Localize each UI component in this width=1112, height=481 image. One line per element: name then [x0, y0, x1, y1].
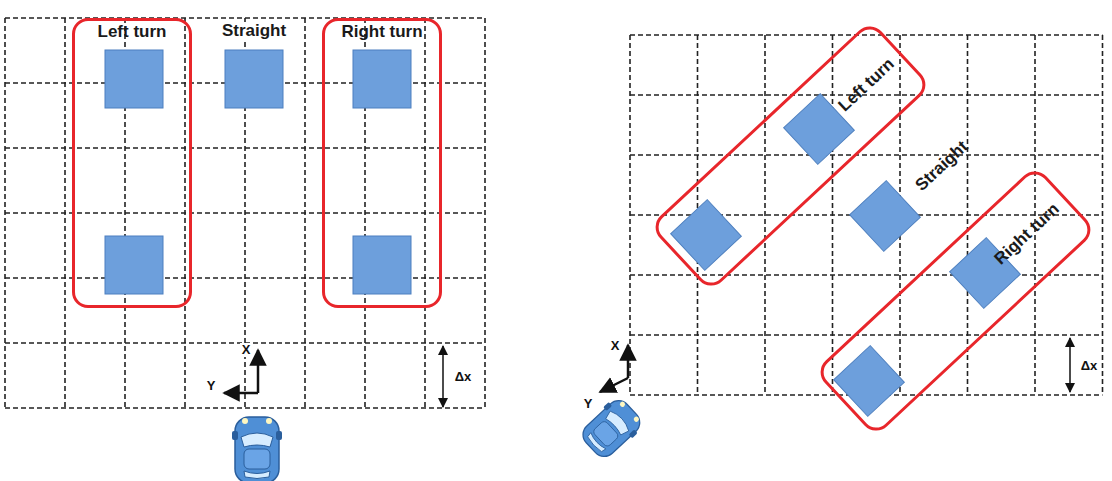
grid-line	[5, 407, 485, 409]
grid-line	[630, 274, 1103, 276]
grid-line	[630, 334, 1103, 336]
cell-diamond	[671, 200, 742, 271]
cell-diamond	[850, 181, 921, 252]
region-title: Left turn	[98, 23, 167, 42]
grid-line	[5, 147, 485, 149]
maneuver-label: Straight	[911, 136, 974, 196]
x-axis-arrow	[627, 345, 630, 378]
grid-line	[5, 212, 485, 214]
cell-square	[225, 50, 283, 108]
grid-lines	[5, 18, 1103, 408]
axis-label: X	[240, 343, 253, 357]
cell-square	[353, 50, 411, 108]
axis-label: Y	[205, 379, 218, 393]
maneuver-label: Straight	[220, 22, 288, 41]
car-icon	[232, 417, 282, 481]
cell-square	[105, 50, 163, 108]
grid-line	[5, 277, 485, 279]
cell-diamond	[834, 346, 905, 417]
cell-square	[353, 236, 411, 294]
axis-label: Y	[582, 397, 595, 411]
region-title: Right turn	[991, 200, 1063, 269]
grid-line	[630, 154, 1103, 156]
y-axis-arrow	[224, 392, 258, 395]
maneuver-region: Right turn	[322, 18, 442, 308]
maneuver-region: Right turn	[814, 165, 1097, 437]
region-title: Left turn	[835, 55, 898, 116]
dimension-arrow	[442, 346, 444, 407]
maneuver-region: Left turn	[649, 20, 932, 292]
region-title: Right turn	[341, 23, 422, 42]
y-axis-arrow	[600, 378, 628, 392]
x-axis-arrow	[257, 350, 260, 393]
dimension-label: Δx	[453, 370, 474, 384]
car-icon	[576, 394, 646, 463]
cell-square	[105, 236, 163, 294]
dimension-arrow	[1069, 338, 1071, 392]
dimension-label: Δx	[1079, 359, 1100, 373]
axis-label: X	[609, 339, 622, 353]
grid-line	[764, 35, 766, 395]
grid-line	[630, 34, 1103, 36]
maneuver-region: Left turn	[72, 18, 192, 308]
